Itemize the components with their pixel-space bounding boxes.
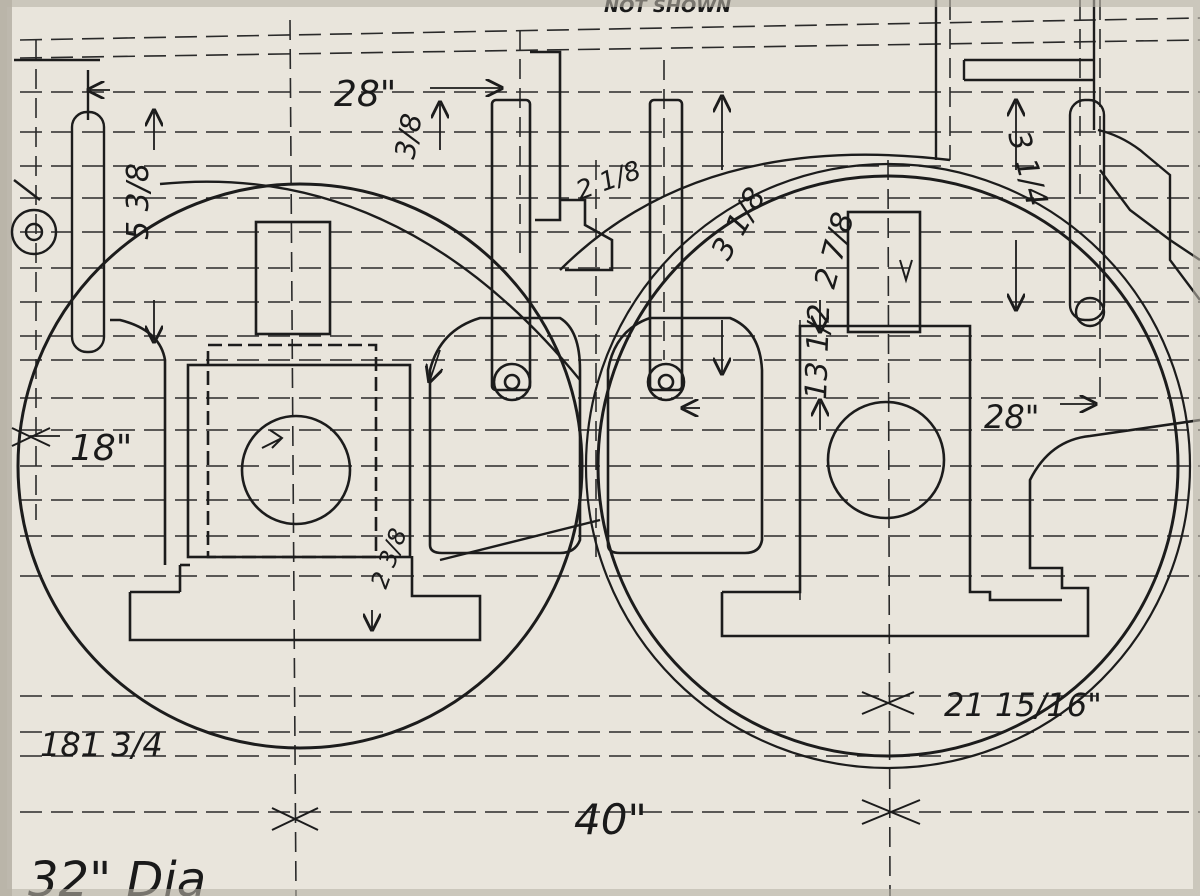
- construction-lines-horizontal: [19, 17, 1200, 813]
- left-wheel: [16, 182, 584, 750]
- dim-21-15-16: 21 15/16": [944, 686, 1102, 724]
- right-hanger: [1068, 98, 1106, 328]
- dim-181-3-4: 181 3/4: [40, 726, 163, 764]
- dim-28-top: 28": [334, 74, 396, 115]
- dim-5-3-8: 5 3/8: [121, 163, 156, 240]
- dim-3-8: 3/8: [388, 111, 428, 161]
- label-32-dia: 32" Dia: [28, 852, 206, 896]
- dimension-ticks: [11, 427, 921, 831]
- dim-40: 40": [574, 795, 647, 844]
- dimension-arrows: [30, 88, 1094, 628]
- dim-28-right: 28": [984, 398, 1039, 436]
- middle-pedestal-left: [428, 50, 614, 555]
- spring-arcs: [159, 153, 951, 562]
- dim-13-1-2: 13 1/2: [799, 303, 837, 400]
- right-pedestal: [720, 210, 1200, 638]
- dim-18: 18": [70, 428, 132, 469]
- right-wheel: [584, 162, 1192, 770]
- left-hanger: [10, 70, 106, 354]
